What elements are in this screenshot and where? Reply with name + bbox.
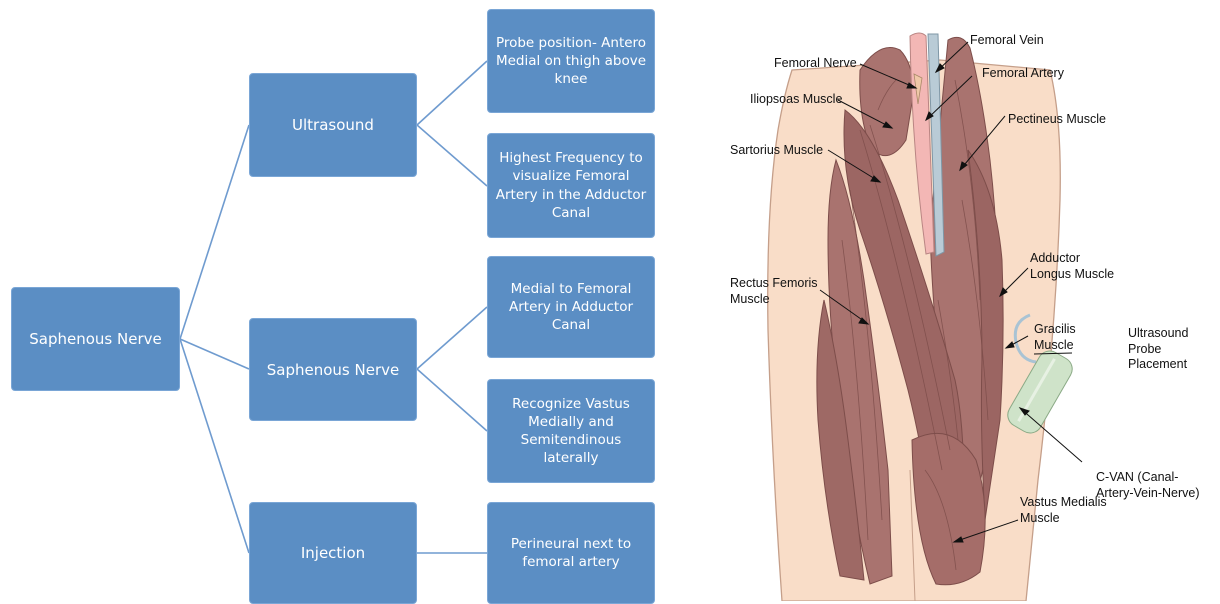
leaf-label-highest-frequency: Highest Frequency to visualize Femoral A… xyxy=(488,149,654,222)
leaf-box-perineural: Perineural next to femoral artery xyxy=(487,502,655,604)
root-label: Saphenous Nerve xyxy=(29,330,161,348)
label-sartorius-muscle: Sartorius Muscle xyxy=(730,143,823,159)
connector-saphenous-medial xyxy=(417,307,487,369)
leaf-box-medial-femoral: Medial to Femoral Artery in Adductor Can… xyxy=(487,256,655,358)
label-gracilis-muscle: Gracilis Muscle xyxy=(1034,322,1076,353)
branch-label-injection: Injection xyxy=(301,544,365,562)
label-adductor-longus-muscle: Adductor Longus Muscle xyxy=(1030,251,1114,282)
branch-box-injection: Injection xyxy=(249,502,417,604)
leaf-label-perineural: Perineural next to femoral artery xyxy=(488,535,654,571)
leaf-label-medial-femoral: Medial to Femoral Artery in Adductor Can… xyxy=(488,280,654,335)
branch-box-saphenous-nerve: Saphenous Nerve xyxy=(249,318,417,421)
label-iliopsoas-muscle: Iliopsoas Muscle xyxy=(750,92,842,108)
label-vastus-medialis-muscle: Vastus Medialis Muscle xyxy=(1020,495,1107,526)
label-pectineus-muscle: Pectineus Muscle xyxy=(1008,112,1106,128)
connector-root-ultrasound xyxy=(180,125,249,339)
branch-label-ultrasound: Ultrasound xyxy=(292,116,374,134)
leaf-box-recognize-vastus: Recognize Vastus Medially and Semitendin… xyxy=(487,379,655,483)
connector-ultrasound-frequency xyxy=(417,125,487,186)
leaf-box-probe-position: Probe position- Antero Medial on thigh a… xyxy=(487,9,655,113)
root-box-saphenous-nerve: Saphenous Nerve xyxy=(11,287,180,391)
label-femoral-vein: Femoral Vein xyxy=(970,33,1044,49)
connector-ultrasound-probe xyxy=(417,61,487,125)
label-femoral-nerve: Femoral Nerve xyxy=(774,56,857,72)
connector-root-saphenous xyxy=(180,339,249,369)
label-rectus-femoris-muscle: Rectus Femoris Muscle xyxy=(730,276,818,307)
branch-box-ultrasound: Ultrasound xyxy=(249,73,417,177)
label-cvan: C-VAN (Canal- Artery-Vein-Nerve) xyxy=(1096,470,1200,501)
branch-label-saphenous-nerve: Saphenous Nerve xyxy=(267,361,399,379)
leaf-label-recognize-vastus: Recognize Vastus Medially and Semitendin… xyxy=(488,395,654,468)
label-femoral-artery: Femoral Artery xyxy=(982,66,1064,82)
connector-saphenous-recognize xyxy=(417,369,487,431)
label-ultrasound-probe-placement: Ultrasound Probe Placement xyxy=(1128,326,1188,373)
connector-root-injection xyxy=(180,339,249,553)
leaf-box-highest-frequency: Highest Frequency to visualize Femoral A… xyxy=(487,133,655,238)
leaf-label-probe-position: Probe position- Antero Medial on thigh a… xyxy=(488,34,654,89)
